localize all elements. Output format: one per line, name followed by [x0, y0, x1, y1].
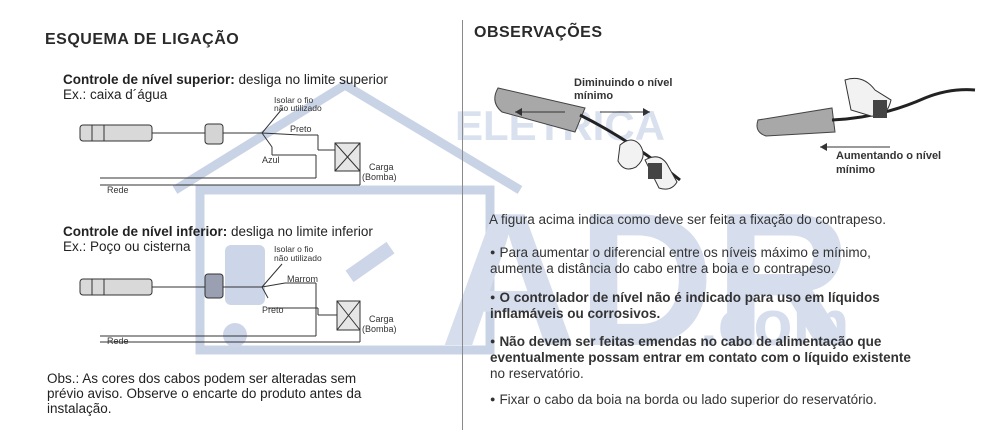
upper-wire-black: Preto — [290, 124, 312, 134]
figure-increase-minimum — [756, 77, 976, 151]
lower-wire-brown: Marrom — [287, 274, 318, 284]
bullet-icon: ● — [490, 292, 496, 302]
figure-increase-caption-1: Aumentando o nível — [836, 150, 942, 162]
upper-isolate-1: Isolar o fio — [274, 95, 314, 105]
upper-title: Controle de nível superior: desliga no l… — [63, 72, 388, 87]
bullet-icon: ● — [490, 394, 496, 404]
lower-example: Ex.: Poço ou cisterna — [63, 239, 191, 254]
upper-load-2: (Bomba) — [362, 172, 397, 182]
note-line-3: instalação. — [47, 401, 112, 416]
bullet-differential: ●Para aumentar o diferencial entre os ní… — [490, 245, 871, 276]
bullet-icon: ● — [490, 247, 496, 257]
upper-wire-blue: Azul — [262, 155, 280, 165]
bullet-not-flammable: ●O controlador de nível não é indicado p… — [490, 290, 880, 321]
bullet-fix-cable: ●Fixar o cabo da boia na borda ou lado s… — [490, 392, 877, 407]
bullet-no-splices: ●Não devem ser feitas emendas no cabo de… — [490, 334, 911, 381]
right-title: OBSERVAÇÕES — [474, 24, 603, 41]
upper-isolate-2: não utilizado — [274, 103, 322, 113]
column-divider — [462, 20, 463, 430]
upper-mains: Rede — [107, 185, 129, 195]
upper-example: Ex.: caixa d´água — [63, 87, 168, 102]
note-line-2: prévio aviso. Observe o encarte do produ… — [47, 386, 362, 401]
lower-title: Controle de nível inferior: desliga no l… — [63, 224, 373, 239]
left-title: ESQUEMA DE LIGAÇÃO — [45, 31, 240, 48]
upper-wiring-diagram — [79, 108, 361, 186]
lower-isolate-2: não utilizado — [274, 253, 322, 263]
figure-decrease-caption-2: mínimo — [574, 90, 614, 102]
lower-mains: Rede — [107, 336, 129, 346]
lower-wire-black: Preto — [262, 305, 284, 315]
note-line-1: Obs.: As cores dos cabos podem ser alter… — [47, 371, 357, 386]
lower-wiring-diagram — [79, 263, 361, 343]
figure-decrease-caption-1: Diminuindo o nível — [574, 77, 673, 89]
lower-isolate-1: Isolar o fio — [274, 244, 314, 254]
upper-load-1: Carga — [369, 162, 394, 172]
lower-load-1: Carga — [369, 314, 394, 324]
bullet-icon: ● — [490, 336, 496, 346]
intro-text: A figura acima indica como deve ser feit… — [489, 212, 886, 227]
figure-increase-caption-2: mínimo — [836, 164, 876, 176]
lower-load-2: (Bomba) — [362, 324, 397, 334]
figure-decrease-minimum — [494, 87, 681, 190]
